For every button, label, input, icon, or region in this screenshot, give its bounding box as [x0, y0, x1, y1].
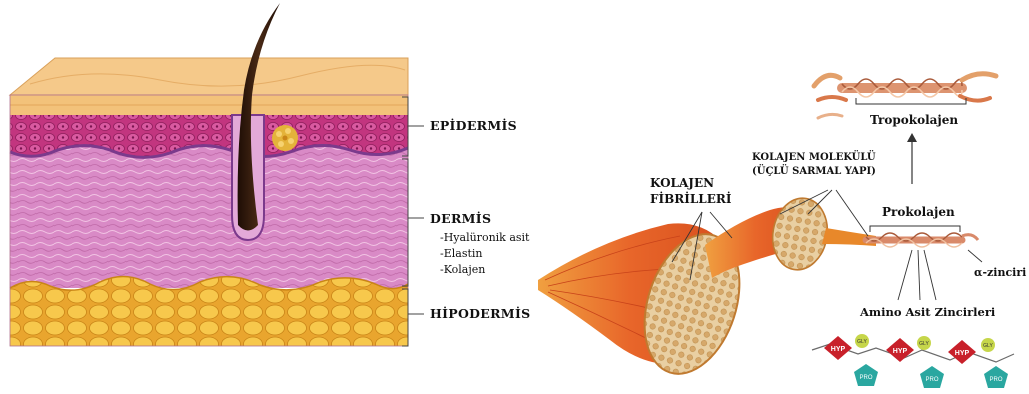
pro-label: PRO	[989, 377, 1002, 383]
dermis-item-collagen: -Kolajen	[440, 263, 485, 276]
gland-cluster	[272, 125, 298, 151]
hyp-label: HYP	[831, 346, 846, 353]
fibrils-label-line1: KOLAJEN	[650, 176, 714, 190]
amino-acid-chain: HYP GLY PRO HYP GLY PRO HYP GLY PRO	[812, 334, 1014, 388]
pro-label: PRO	[925, 377, 938, 383]
hyp-label: HYP	[955, 350, 970, 357]
molecule-label-line1: KOLAJEN MOLEKÜLÜ	[752, 152, 876, 163]
fibril-bundle-medium	[767, 194, 833, 274]
dermis-label: DERMİS	[430, 211, 491, 226]
dermis-item-elastin: -Elastin	[440, 247, 483, 260]
hypodermis-label: HİPODERMİS	[430, 306, 530, 321]
skin-block	[10, 3, 424, 346]
dermis-layer	[10, 145, 408, 288]
dermis-item-hyaluronic: -Hyalüronik asit	[440, 231, 529, 244]
tropocollagen-label: Tropokolajen	[870, 113, 958, 127]
procollagen-bracket	[870, 226, 960, 232]
residue-group-2: HYP GLY PRO	[886, 336, 944, 388]
pro-label: PRO	[859, 375, 872, 381]
procollagen-label: Prokolajen	[882, 205, 955, 219]
tropocollagen-bracket	[856, 98, 966, 104]
gly-label: GLY	[919, 341, 929, 347]
residue-group-3: HYP GLY PRO	[948, 338, 1008, 388]
epidermis-label: EPİDERMİS	[430, 118, 517, 133]
arrow-up-icon	[907, 133, 917, 184]
procollagen-helix	[866, 233, 978, 247]
alpha-chain-label: α-zinciri	[974, 266, 1026, 279]
gly-label: GLY	[857, 339, 867, 345]
molecule-label-line2: (ÜÇLÜ SARMAL YAPI)	[752, 166, 876, 177]
amino-chains-label: Amino Asit Zincirleri	[860, 305, 995, 319]
gly-label: GLY	[983, 343, 993, 349]
skin-surface	[10, 58, 408, 95]
hyp-label: HYP	[893, 348, 908, 355]
residue-group-1: HYP GLY PRO	[824, 334, 878, 386]
tropocollagen-helix	[814, 74, 996, 118]
fibrils-label-line2: FİBRİLLERİ	[650, 192, 731, 206]
